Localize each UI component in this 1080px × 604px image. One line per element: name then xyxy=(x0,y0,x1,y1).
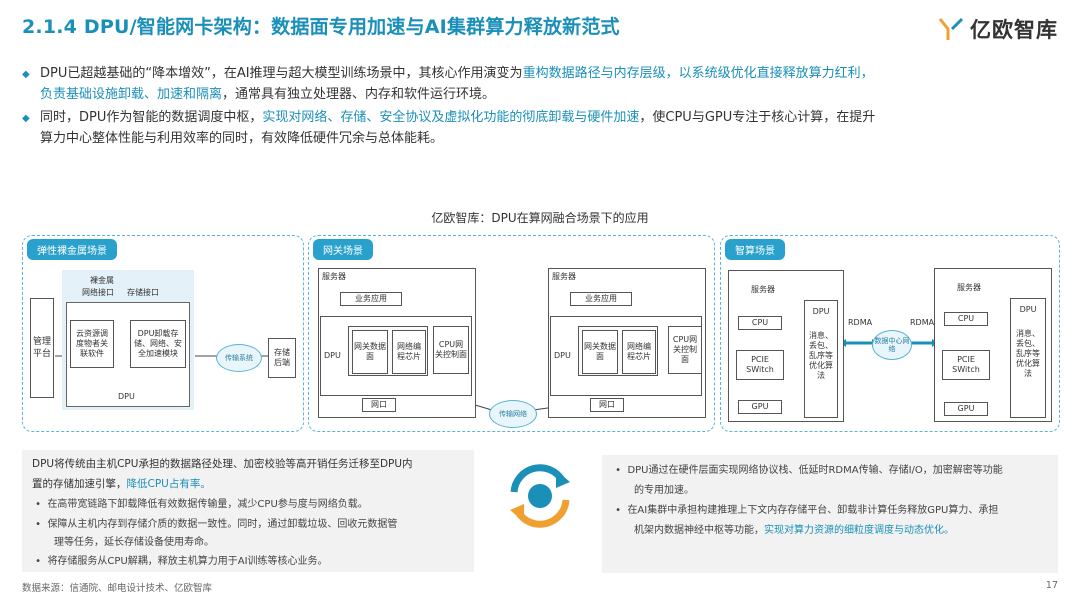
card-right-item1: • 在AI集群中承担构建推理上下文内存存储平台、卸载非计算任务释放GPU算力、承… xyxy=(612,505,999,516)
panel-gateway-tag: 网关场景 xyxy=(313,239,373,260)
panel-bare-metal-tag: 弹性裸金属场景 xyxy=(27,239,117,260)
cpu-right: CPU xyxy=(944,312,988,326)
cpu-gateway-control-left: CPU网关控制面 xyxy=(433,326,469,374)
dpu-label: DPU xyxy=(118,392,135,401)
panel-gateway xyxy=(308,235,715,432)
logo-icon xyxy=(938,17,964,40)
port-right: 网口 xyxy=(590,398,624,412)
transfer-network-cloud: 传输网络 xyxy=(489,400,537,428)
card-left-line2: 置的存储加速引擎，降低CPU占有率。 xyxy=(32,478,211,490)
network-interface-label: 网络接口 xyxy=(82,288,114,297)
card-right-line1: • DPU通过在硬件层面实现网络协议栈、低延时RDMA传输、存储I/O，加密解密… xyxy=(612,465,1003,476)
ai-dpu-left: DPU 消息、丢包、乱序等优化算法 xyxy=(804,300,838,418)
bullet-2: ◆同时，DPU作为智能的数据调度中枢，实现对网络、存储、安全协议及虚拟化功能的彻… xyxy=(22,110,876,146)
card-left-item-3: • 将存储服务从CPU解耦，释放主机算力用于AI训练等核心业务。 xyxy=(32,556,328,567)
ai-dpu-right: DPU 消息、丢包、乱序等优化算法 xyxy=(1010,298,1046,418)
gateway-data-plane-right: 网关数据面 xyxy=(582,330,618,374)
rdma-right-label: RDMA xyxy=(910,318,935,327)
data-source: 数据来源：信通院、邮电设计技术、亿欧智库 xyxy=(22,583,213,594)
cpu-left: CPU xyxy=(738,316,782,330)
network-chip-left: 网络编程芯片 xyxy=(392,330,426,374)
bare-metal-label: 裸金属 xyxy=(90,276,114,285)
bullet-1: ◆DPU已超越基础的“降本增效”，在AI推理与超大模型训练场景中，其核心作用演变… xyxy=(22,66,874,102)
cpu-gateway-control-right: CPU网关控制面 xyxy=(668,326,702,374)
card-left-item-2-cont: 理等任务，延长存储设备使用寿命。 xyxy=(54,537,214,548)
pcie-switch-right: PCIE SWitch xyxy=(942,350,990,380)
ai-dpu-left-label: DPU xyxy=(812,307,830,316)
datacenter-network-cloud: 数据中心网络 xyxy=(872,330,912,360)
card-left-item-2: • 保障从主机内存到存储介质的数据一致性。同时，通过卸载垃圾、回收元数据管 xyxy=(32,519,398,530)
diamond-icon: ◆ xyxy=(22,113,30,124)
page-title: 2.1.4 DPU/智能网卡架构：数据面专用加速与AI集群算力释放新范式 xyxy=(22,16,620,38)
mgmt-platform-box: 管理平台 xyxy=(30,298,54,398)
gateway-data-plane-left: 网关数据面 xyxy=(352,330,388,374)
page-number: 17 xyxy=(1045,580,1058,591)
business-app-left: 业务应用 xyxy=(340,292,402,306)
card-left: DPU将传统由主机CPU承担的数据路径处理、加密校验等高开销任务迁移至DPU内 … xyxy=(22,450,474,572)
diagram-title: 亿欧智库：DPU在算网融合场景下的应用 xyxy=(431,211,649,225)
cloud-schedule-box: 云资源调度物者关联软件 xyxy=(70,320,114,368)
card-left-item-1: • 在高带宽链路下卸载降低有效数据传输量，减少CPU参与度与网络负载。 xyxy=(32,499,368,510)
gpu-left: GPU xyxy=(738,400,782,414)
ai-dpu-right-label: DPU xyxy=(1019,305,1037,314)
brand-logo: 亿欧智库 xyxy=(938,14,1058,44)
card-right: • DPU通过在硬件层面实现网络协议栈、低延时RDMA传输、存储I/O，加密解密… xyxy=(602,455,1058,573)
card-right-line2: 的专用加速。 xyxy=(634,485,694,496)
transfer-system-cloud: 传输系统 xyxy=(216,344,262,372)
port-left: 网口 xyxy=(362,398,396,412)
dpu-offload-box: DPU卸载存储、网络、安全加速模块 xyxy=(130,320,186,368)
rdma-left-label: RDMA xyxy=(848,318,873,327)
pcie-switch-left: PCIE SWitch xyxy=(736,350,784,380)
storage-interface-label: 存储接口 xyxy=(127,288,159,297)
ai-dpu-right-desc: 消息、丢包、乱序等优化算法 xyxy=(1016,329,1040,378)
ai-dpu-left-desc: 消息、丢包、乱序等优化算法 xyxy=(809,331,833,380)
card-right-item2: 机架内数据神经中枢等功能，实现对算力资源的细粒度调度与动态优化。 xyxy=(634,525,954,536)
card-left-line1: DPU将传统由主机CPU承担的数据路径处理、加密校验等高开销任务迁移至DPU内 xyxy=(32,458,413,470)
panel-intelligent-computing-tag: 智算场景 xyxy=(725,239,785,260)
panel-bare-metal xyxy=(22,235,304,432)
gpu-right: GPU xyxy=(944,402,988,416)
network-chip-right: 网络编程芯片 xyxy=(622,330,656,374)
cycle-icon xyxy=(510,464,570,528)
diamond-icon: ◆ xyxy=(22,69,30,80)
logo-text: 亿欧智库 xyxy=(970,18,1058,42)
storage-backend-box: 存储后端 xyxy=(268,338,296,378)
business-app-right: 业务应用 xyxy=(570,292,632,306)
panel-intelligent-computing xyxy=(720,235,1060,432)
